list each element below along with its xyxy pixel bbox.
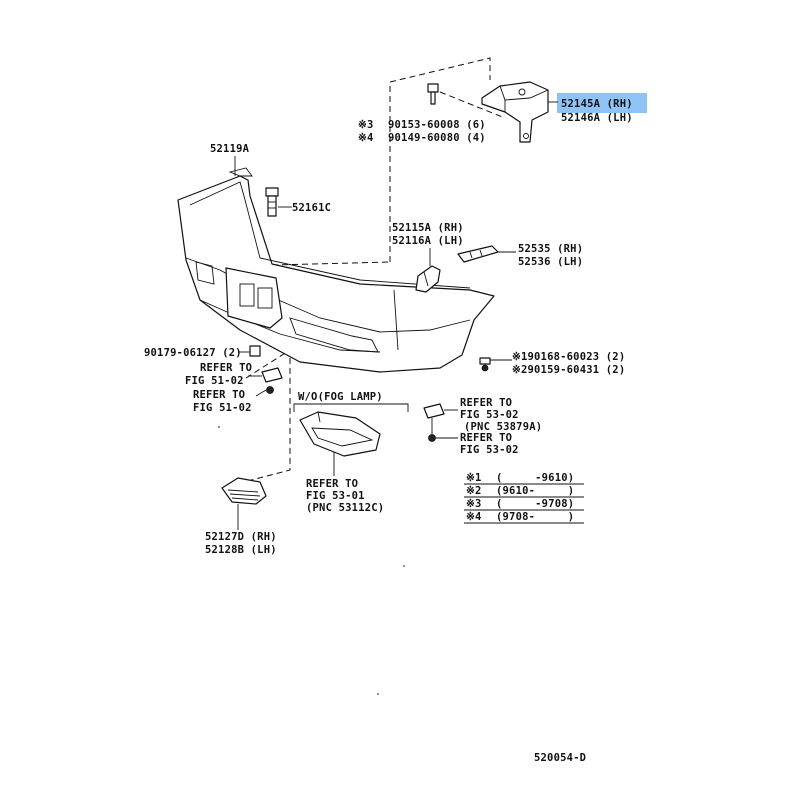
label-refer-to-2: REFER TO <box>193 389 245 401</box>
label-seal-rh[interactable]: 52535 (RH) <box>518 243 583 255</box>
label-bracket-lh[interactable]: 52146A (LH) <box>561 112 633 124</box>
label-retainer-lh[interactable]: 52116A (LH) <box>392 235 464 247</box>
label-fig-53-01[interactable]: FIG 53-01 <box>306 490 365 502</box>
fog-lamp-bracket-frame <box>293 403 409 412</box>
label-bolt3-marker: ※3 <box>358 119 374 131</box>
label-fig-51-02-a[interactable]: FIG 51-02 <box>185 375 244 387</box>
figure-number: 520054-D <box>534 752 586 764</box>
legend-range: (9708- ) <box>496 511 574 523</box>
label-refer-to-1: REFER TO <box>200 362 252 374</box>
label-pnc-53112c: (PNC 53112C) <box>306 502 384 514</box>
clip-part[interactable] <box>265 187 279 217</box>
label-nut[interactable]: 90179-06127 (2) <box>144 347 242 359</box>
grille-part[interactable] <box>221 477 267 505</box>
legend-marker: ※2 <box>466 485 482 497</box>
bracket-part[interactable] <box>481 81 549 143</box>
dashed-guide-lines <box>235 57 506 485</box>
legend-range: ( -9708) <box>496 498 574 510</box>
label-fig-53-02-b[interactable]: FIG 53-02 <box>460 444 519 456</box>
selected-part-highlight <box>557 93 647 113</box>
label-retainer-rh[interactable]: 52115A (RH) <box>392 222 464 234</box>
legend-marker: ※1 <box>466 472 482 484</box>
legend-marker: ※3 <box>466 498 482 510</box>
label-cover[interactable]: 52119A <box>210 143 250 155</box>
bolt-icon[interactable] <box>427 83 439 105</box>
applicability-legend: ※1 ( -9610) ※2 (9610- ) ※3 ( -9708) ※4 (… <box>464 472 584 524</box>
label-pnc-53879a: (PNC 53879A) <box>464 421 542 433</box>
legend-range: (9610- ) <box>496 485 574 497</box>
label-refer-to-3: REFER TO <box>460 397 512 409</box>
label-bolt4-marker: ※4 <box>358 132 374 144</box>
label-fig-53-02-a[interactable]: FIG 53-02 <box>460 409 519 421</box>
fog-lamp-cover-part[interactable] <box>299 411 381 457</box>
label-screw-2[interactable]: ※290159-60431 (2) <box>512 364 625 376</box>
nut-icon[interactable] <box>249 345 261 357</box>
fastener-icon-right[interactable] <box>423 403 445 442</box>
bumper-cover-part[interactable] <box>177 167 495 373</box>
label-refer-to-5: REFER TO <box>306 478 358 490</box>
label-bracket-rh[interactable]: 52145A (RH) <box>561 98 633 110</box>
label-grille-lh[interactable]: 52128B (LH) <box>205 544 277 556</box>
seal-part[interactable] <box>457 245 499 263</box>
label-refer-to-4: REFER TO <box>460 432 512 444</box>
label-bolt3-code[interactable]: 90153-60008 (6) <box>388 119 486 131</box>
fastener-icon[interactable] <box>261 367 283 394</box>
label-screw-1[interactable]: ※190168-60023 (2) <box>512 351 625 363</box>
label-grille-rh[interactable]: 52127D (RH) <box>205 531 277 543</box>
legend-range: ( -9610) <box>496 472 574 484</box>
label-bolt4-code[interactable]: 90149-60080 (4) <box>388 132 486 144</box>
label-clip[interactable]: 52161C <box>292 202 331 214</box>
retainer-part[interactable] <box>415 265 441 293</box>
label-seal-lh[interactable]: 52536 (LH) <box>518 256 583 268</box>
legend-marker: ※4 <box>466 511 482 523</box>
label-fog-lamp: W/O(FOG LAMP) <box>298 391 383 403</box>
label-fig-51-02-b[interactable]: FIG 51-02 <box>193 402 252 414</box>
screw-icon[interactable] <box>479 357 491 372</box>
